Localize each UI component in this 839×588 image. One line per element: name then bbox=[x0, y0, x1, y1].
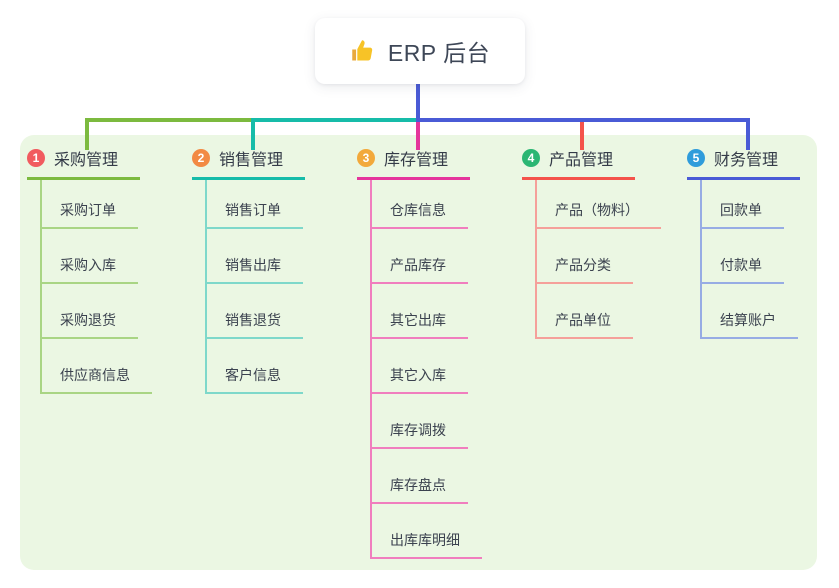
child-label: 销售出库 bbox=[207, 255, 303, 284]
child-label: 其它入库 bbox=[372, 365, 468, 394]
branch-label: 采购管理 bbox=[54, 152, 119, 169]
child-label: 采购订单 bbox=[42, 200, 138, 229]
branch-number-badge: 5 bbox=[687, 149, 705, 167]
branch-label: 库存管理 bbox=[384, 152, 449, 169]
child-label: 结算账户 bbox=[702, 310, 798, 339]
branch-label: 财务管理 bbox=[714, 152, 779, 169]
child-label: 供应商信息 bbox=[42, 365, 152, 394]
child-label: 客户信息 bbox=[207, 365, 303, 394]
child-node[interactable]: 其它出库 bbox=[372, 284, 517, 339]
child-node[interactable]: 产品库存 bbox=[372, 229, 517, 284]
edge-horizontal-green bbox=[85, 118, 253, 122]
child-label: 库存调拨 bbox=[372, 420, 468, 449]
branch-product: 4 产品管理 产品（物料） 产品分类 产品单位 bbox=[522, 146, 682, 339]
child-label: 仓库信息 bbox=[372, 200, 468, 229]
branch-label: 产品管理 bbox=[549, 152, 614, 169]
background-panel bbox=[20, 135, 817, 570]
edge-drop-sales bbox=[251, 118, 255, 150]
child-node[interactable]: 采购退货 bbox=[42, 284, 187, 339]
root-title: ERP 后台 bbox=[387, 40, 491, 66]
child-label: 产品分类 bbox=[537, 255, 633, 284]
child-node[interactable]: 销售订单 bbox=[207, 180, 352, 229]
edge-horizontal-teal bbox=[253, 118, 416, 122]
child-node[interactable]: 其它入库 bbox=[372, 339, 517, 394]
branch-number-badge: 4 bbox=[522, 149, 540, 167]
branch-number-badge: 1 bbox=[27, 149, 45, 167]
branch-head-inventory[interactable]: 3 库存管理 bbox=[357, 146, 470, 180]
branch-inventory: 3 库存管理 仓库信息 产品库存 其它出库 其它入库 库存调拨 库存盘点 出库库… bbox=[357, 146, 517, 559]
child-node[interactable]: 销售出库 bbox=[207, 229, 352, 284]
branch-children: 回款单 付款单 结算账户 bbox=[700, 180, 839, 339]
edge-root-stub bbox=[416, 84, 420, 122]
edge-drop-product bbox=[580, 122, 584, 150]
child-node[interactable]: 客户信息 bbox=[207, 339, 352, 394]
branch-finance: 5 财务管理 回款单 付款单 结算账户 bbox=[687, 146, 839, 339]
child-node[interactable]: 销售退货 bbox=[207, 284, 352, 339]
thumbs-up-icon bbox=[352, 39, 373, 60]
child-node[interactable]: 库存调拨 bbox=[372, 394, 517, 449]
edge-drop-finance bbox=[746, 118, 750, 150]
branch-number-badge: 3 bbox=[357, 149, 375, 167]
branch-purchase: 1 采购管理 采购订单 采购入库 采购退货 供应商信息 bbox=[27, 146, 187, 394]
edge-drop-purchase bbox=[85, 118, 89, 150]
branch-children: 采购订单 采购入库 采购退货 供应商信息 bbox=[40, 180, 187, 394]
child-node[interactable]: 出库库明细 bbox=[372, 504, 517, 559]
child-node[interactable]: 仓库信息 bbox=[372, 180, 517, 229]
child-label: 销售订单 bbox=[207, 200, 303, 229]
branch-head-finance[interactable]: 5 财务管理 bbox=[687, 146, 800, 180]
child-node[interactable]: 产品（物料） bbox=[537, 180, 682, 229]
child-label: 出库库明细 bbox=[372, 530, 482, 559]
edge-horizontal-blue bbox=[416, 118, 750, 122]
child-node[interactable]: 产品分类 bbox=[537, 229, 682, 284]
child-label: 产品（物料） bbox=[537, 200, 661, 229]
child-label: 付款单 bbox=[702, 255, 784, 284]
child-label: 产品库存 bbox=[372, 255, 468, 284]
branch-sales: 2 销售管理 销售订单 销售出库 销售退货 客户信息 bbox=[192, 146, 352, 394]
child-label: 采购入库 bbox=[42, 255, 138, 284]
child-node[interactable]: 供应商信息 bbox=[42, 339, 187, 394]
child-label: 销售退货 bbox=[207, 310, 303, 339]
root-node-erp[interactable]: ERP 后台 bbox=[315, 18, 525, 84]
branch-children: 销售订单 销售出库 销售退货 客户信息 bbox=[205, 180, 352, 394]
child-node[interactable]: 采购订单 bbox=[42, 180, 187, 229]
branch-children: 仓库信息 产品库存 其它出库 其它入库 库存调拨 库存盘点 出库库明细 bbox=[370, 180, 517, 559]
child-node[interactable]: 付款单 bbox=[702, 229, 839, 284]
branch-head-product[interactable]: 4 产品管理 bbox=[522, 146, 635, 180]
branch-label: 销售管理 bbox=[219, 152, 284, 169]
child-node[interactable]: 采购入库 bbox=[42, 229, 187, 284]
child-label: 回款单 bbox=[702, 200, 784, 229]
child-node[interactable]: 回款单 bbox=[702, 180, 839, 229]
child-label: 产品单位 bbox=[537, 310, 633, 339]
branch-children: 产品（物料） 产品分类 产品单位 bbox=[535, 180, 682, 339]
branch-head-sales[interactable]: 2 销售管理 bbox=[192, 146, 305, 180]
child-node[interactable]: 产品单位 bbox=[537, 284, 682, 339]
child-node[interactable]: 结算账户 bbox=[702, 284, 839, 339]
branch-number-badge: 2 bbox=[192, 149, 210, 167]
child-label: 采购退货 bbox=[42, 310, 138, 339]
branch-head-purchase[interactable]: 1 采购管理 bbox=[27, 146, 140, 180]
edge-drop-inventory bbox=[416, 122, 420, 150]
child-node[interactable]: 库存盘点 bbox=[372, 449, 517, 504]
child-label: 其它出库 bbox=[372, 310, 468, 339]
child-label: 库存盘点 bbox=[372, 475, 468, 504]
